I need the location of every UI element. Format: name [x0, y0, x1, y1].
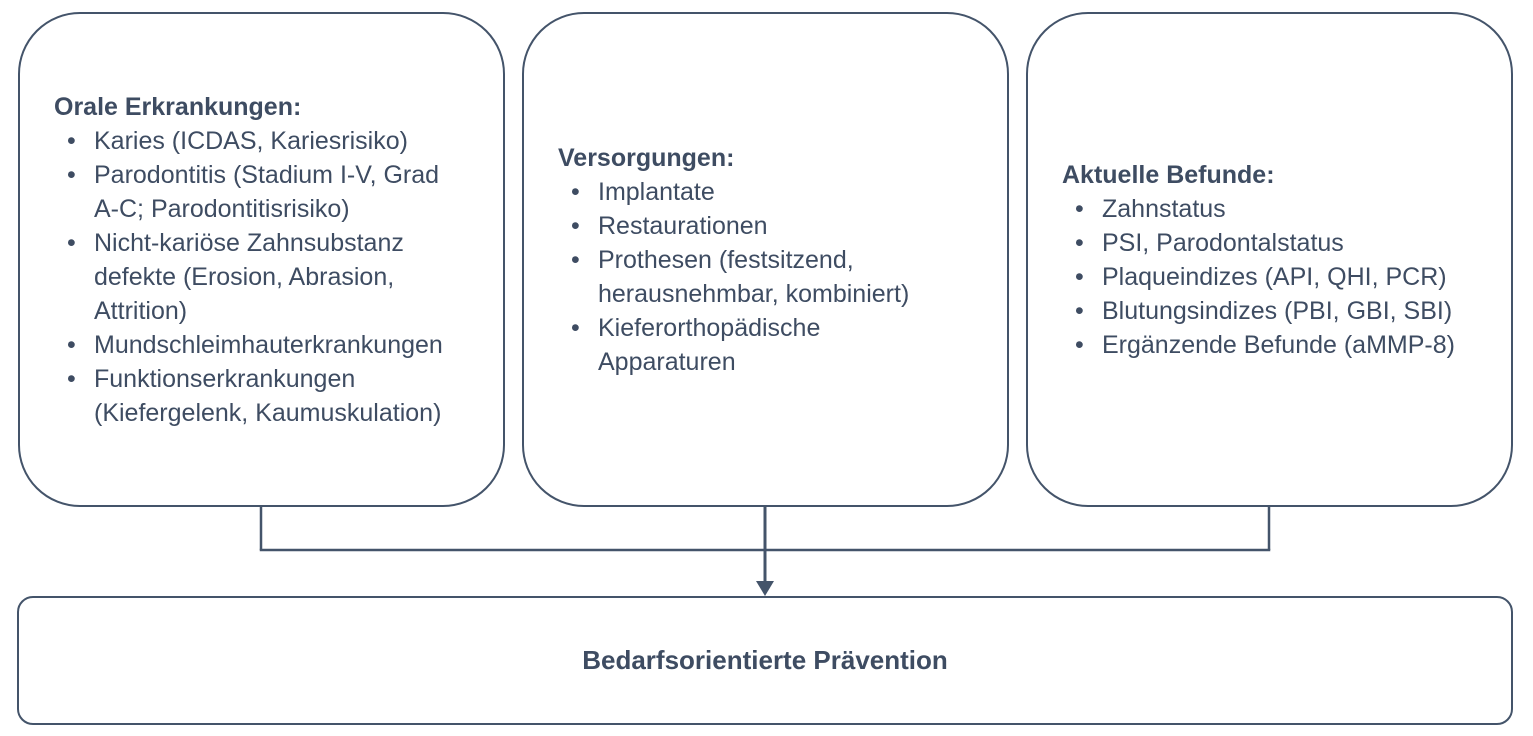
bullet-list: ImplantateRestaurationenProthesen (fests…: [558, 175, 993, 379]
bullet-item: Plaqueindizes (API, QHI, PCR): [1062, 260, 1497, 294]
bullet-item: Parodontitis (Stadium I-V, Grad A-C; Par…: [54, 158, 489, 226]
bullet-item: Ergänzende Befunde (aMMP-8): [1062, 328, 1497, 362]
box-aktuelle-befunde: Aktuelle Befunde: ZahnstatusPSI, Parodon…: [1026, 12, 1513, 507]
bullet-item: Blutungsindizes (PBI, GBI, SBI): [1062, 294, 1497, 328]
result-box: Bedarfsorientierte Prävention: [17, 596, 1513, 725]
bullet-item: Funktionserkrankungen (Kiefergelenk, Kau…: [54, 362, 489, 430]
box-title: Versorgungen:: [558, 143, 735, 172]
arrowhead-down-icon: [756, 581, 774, 596]
bullet-item: PSI, Parodontalstatus: [1062, 226, 1497, 260]
box-content: Orale Erkrankungen: Karies (ICDAS, Karie…: [20, 90, 503, 430]
bullet-item: Restaurationen: [558, 209, 993, 243]
box-versorgungen: Versorgungen: ImplantateRestaurationenPr…: [522, 12, 1009, 507]
bullet-item: Zahnstatus: [1062, 192, 1497, 226]
bullet-item: Prothesen (festsitzend, herausnehmbar, k…: [558, 243, 993, 311]
box-title: Orale Erkrankungen:: [54, 92, 302, 121]
box-content: Aktuelle Befunde: ZahnstatusPSI, Parodon…: [1028, 158, 1511, 362]
box-title: Aktuelle Befunde:: [1062, 160, 1275, 189]
box-orale-erkrankungen: Orale Erkrankungen: Karies (ICDAS, Karie…: [18, 12, 505, 507]
bullet-item: Karies (ICDAS, Kariesrisiko): [54, 124, 489, 158]
result-label: Bedarfsorientierte Prävention: [582, 645, 948, 675]
bullet-list: Karies (ICDAS, Kariesrisiko)Parodontitis…: [54, 124, 489, 430]
bullet-item: Kieferorthopädische Apparaturen: [558, 311, 993, 379]
bullet-item: Nicht-kariöse Zahnsubstanz defekte (Eros…: [54, 226, 489, 328]
box-content: Versorgungen: ImplantateRestaurationenPr…: [524, 141, 1007, 379]
bullet-item: Implantate: [558, 175, 993, 209]
bullet-list: ZahnstatusPSI, ParodontalstatusPlaqueind…: [1062, 192, 1497, 362]
bullet-item: Mundschleimhauterkrankungen: [54, 328, 489, 362]
